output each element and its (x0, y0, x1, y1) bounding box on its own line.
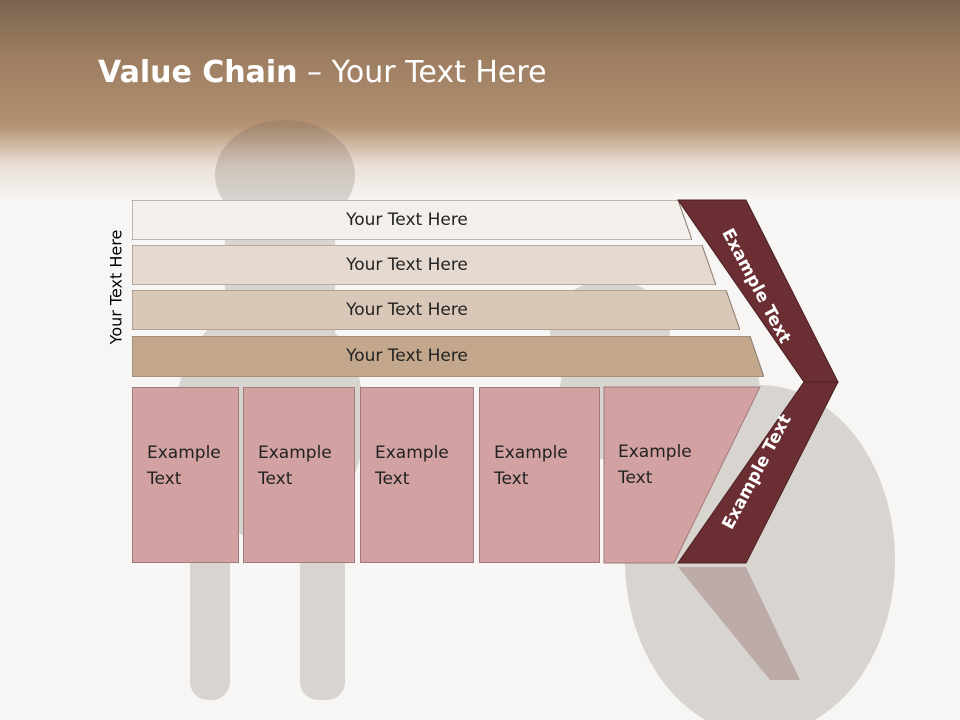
margin-chevron-lower (677, 381, 839, 564)
primary-activity-2: Example Text (243, 387, 355, 563)
support-band-4: Your Text Here (132, 336, 764, 377)
support-band-2: Your Text Here (132, 245, 716, 285)
band-label: Your Text Here (346, 255, 468, 275)
band-label: Your Text Here (346, 300, 468, 320)
activity-line-1: Example (375, 443, 449, 463)
band-shape (132, 290, 740, 330)
margin-chevron-reflection (678, 567, 800, 680)
title-rest-part: – Your Text Here (297, 55, 547, 90)
activity-line-1: Example (258, 443, 332, 463)
activity-line-1: Example (618, 442, 692, 462)
header-banner (0, 0, 960, 200)
band-label: Your Text Here (346, 210, 468, 230)
activity-line-2: Text (258, 469, 293, 489)
band-shape (132, 200, 692, 240)
support-band-3: Your Text Here (132, 290, 740, 330)
title-bold-part: Value Chain (98, 55, 298, 90)
slide-title: Value Chain – Your Text Here (98, 55, 547, 90)
support-band-1: Your Text Here (132, 200, 692, 240)
band-label: Your Text Here (346, 346, 468, 366)
activity-line-2: Text (494, 469, 529, 489)
band-shape (132, 336, 764, 377)
band-shape (132, 245, 716, 285)
activity-line-2: Text (618, 468, 653, 488)
primary-activity-4: Example Text (479, 387, 600, 563)
activity-line-1: Example (494, 443, 568, 463)
activity-line-1: Example (147, 443, 221, 463)
primary-activity-3: Example Text (360, 387, 474, 563)
primary-activity-5: Example Text (604, 387, 692, 563)
primary-activity-1: Example Text (132, 387, 239, 563)
activity-line-2: Text (375, 469, 410, 489)
activity-line-2: Text (147, 469, 182, 489)
